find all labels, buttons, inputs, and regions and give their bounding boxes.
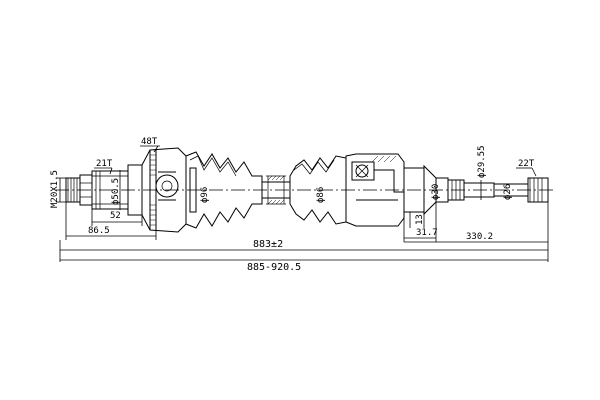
right-dimensions: ϕ30 ϕ29.55 ϕ26 22T 13 31.7 330.2: [403, 145, 549, 243]
abs-teeth-label: 48T: [141, 137, 158, 147]
overall-dimensions: 883±2 885-920.5: [59, 239, 549, 273]
dim-86-5-label: 86.5: [88, 226, 110, 236]
left-spline-label: 21T: [96, 159, 113, 169]
overall-range-label: 885-920.5: [247, 262, 301, 273]
shaft: [262, 175, 290, 205]
abs-ring-callout: 48T: [140, 137, 160, 153]
dim-330-2-label: 330.2: [466, 232, 493, 242]
right-diameter-30-label: ϕ30: [431, 184, 441, 200]
dim-13-label: 13: [415, 214, 425, 225]
left-diameter-label: ϕ50.5: [111, 178, 121, 205]
right-diameter-29-55-label: ϕ29.55: [477, 145, 487, 178]
left-dimensions: M20X1.5 21T ϕ50.5 52 86.5: [50, 159, 157, 240]
inner-boot-diameter-label: ϕ86: [316, 187, 326, 203]
outer-boot: [185, 151, 263, 229]
right-stub-shaft: [403, 164, 549, 216]
dim-52-label: 52: [110, 211, 121, 221]
outer-boot-diameter-label: ϕ96: [200, 187, 210, 203]
thread-size-label: M20X1.5: [50, 170, 60, 208]
right-spline-label: 22T: [518, 159, 535, 169]
right-diameter-26-label: ϕ26: [503, 184, 513, 200]
threaded-stub: [65, 164, 143, 216]
overall-length-label: 883±2: [253, 239, 283, 250]
dim-31-7-label: 31.7: [416, 228, 438, 238]
